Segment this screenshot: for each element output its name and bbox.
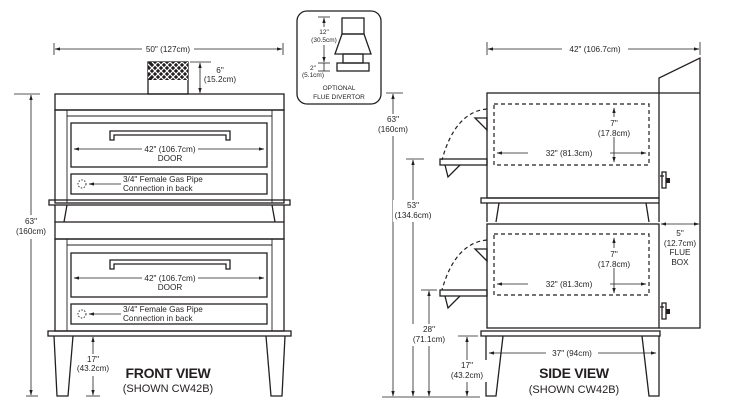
side-leg-height-dimension: 17" (43.2cm) [447, 335, 487, 397]
flue-box-dimension: 5" (12.7cm) FLUE BOX [660, 222, 700, 267]
flue-box-cm: (12.7cm) [664, 239, 697, 248]
side-upper-chamber-height-in: 7" [610, 119, 618, 128]
front-overall-width-label: 50" (127cm) [146, 45, 191, 54]
side-lower-door-swing [441, 239, 488, 291]
door-handle [109, 130, 231, 141]
front-overall-height-cm: (160cm) [16, 227, 46, 236]
side-upper-chamber-height-cm: (17.8cm) [598, 129, 631, 138]
side-overall-depth-label: 42" (106.7cm) [569, 45, 620, 54]
front-view-subtitle: (SHOWN CW42B) [123, 383, 213, 395]
flue-box-in: 5" [676, 229, 684, 238]
side-upper-door-open [439, 158, 488, 166]
front-base-stand [47, 330, 292, 397]
front-overall-width-dimension: 50" (127cm) [53, 43, 284, 55]
front-upper-door-width: 42" (106.7cm) [144, 145, 195, 154]
flue-height-in: 6" [216, 66, 224, 75]
front-leg-height-dimension: 17" (43.2cm) [74, 336, 114, 397]
flue-divertor-gap-in: 2" [310, 65, 317, 72]
flue-outlet [147, 61, 189, 95]
flue-box-label2: BOX [671, 258, 689, 267]
side-overall-height-dimension: 63" (160cm) [373, 92, 413, 397]
side-overall-height-in: 63" [387, 115, 399, 124]
front-overall-height-in: 63" [25, 217, 37, 226]
front-lower-door [70, 252, 268, 298]
front-lower-gas-line1: 3/4" Female Gas Pipe [123, 305, 203, 314]
front-upper-door-label: DOOR [158, 154, 183, 163]
side-view: 42" (106.7cm) 32" (81.3cm) 7" (17.8cm) [373, 42, 701, 398]
side-lower-deck: 32" (81.3cm) 7" (17.8cm) [439, 223, 670, 329]
front-upper-deck: 42" (106.7cm) DOOR 3/4" Female Gas Pipe … [54, 109, 285, 204]
front-leg-height-in: 17" [87, 355, 99, 364]
side-upper-baking-chamber [493, 103, 650, 166]
front-middle-stand [48, 199, 291, 240]
gas-connection-icon [77, 179, 87, 189]
front-overall-height-dimension: 63" (160cm) [10, 93, 50, 397]
front-upper-control-panel [70, 173, 268, 195]
side-upper-door-swing [441, 108, 488, 161]
front-lower-gas-line2: Connection in back [123, 314, 194, 323]
front-leg-height-cm: (43.2cm) [77, 364, 110, 373]
gas-valve-icon [660, 302, 667, 320]
side-upper-deck-height-in: 53" [407, 201, 419, 210]
side-lower-chamber-depth: 32" (81.3cm) [546, 280, 593, 289]
side-overall-depth-dimension: 42" (106.7cm) [486, 42, 701, 55]
front-upper-gas-line1: 3/4" Female Gas Pipe [123, 175, 203, 184]
side-upper-deck-height-cm: (134.6cm) [395, 211, 432, 220]
flue-height-dimension: 6" (15.2cm) [190, 61, 237, 94]
flue-divertor-label-line1: OPTIONAL [323, 85, 356, 92]
front-lower-deck: 42" (106.7cm) DOOR 3/4" Female Gas Pipe … [54, 238, 285, 332]
front-lower-door-label: DOOR [158, 283, 183, 292]
side-view-title: SIDE VIEW [539, 365, 610, 381]
front-upper-door [70, 122, 268, 168]
flue-divertor-height-in: 12" [319, 29, 329, 36]
oven-top-cap [54, 93, 285, 111]
flue-divertor-height-cm: (30.5cm) [311, 37, 337, 44]
side-leg-height-cm: (43.2cm) [451, 371, 484, 380]
flue-box-label1: FLUE [670, 248, 691, 257]
side-flue-box [658, 56, 701, 329]
gas-connection-icon [77, 309, 87, 319]
side-lower-deck-height-cm: (71.1cm) [413, 335, 446, 344]
flue-divertor-label-line2: FLUE DIVERTOR [313, 94, 365, 101]
side-lower-baking-chamber [493, 233, 650, 296]
side-view-subtitle: (SHOWN CW42B) [529, 384, 619, 396]
front-lower-door-width: 42" (106.7cm) [144, 274, 195, 283]
flue-divertor-shape [334, 17, 372, 72]
side-lower-door-open [439, 289, 488, 297]
front-upper-gas-line2: Connection in back [123, 184, 194, 193]
front-view: 50" (127cm) [10, 43, 292, 397]
side-overall-height-cm: (160cm) [378, 125, 408, 134]
flue-divertor-callout: 12" (30.5cm) 2" (5.1cm) OPTIONAL FLUE DI… [296, 10, 382, 105]
side-middle-stand [480, 197, 660, 223]
door-handle [109, 259, 231, 270]
flue-divertor-gap-cm: (5.1cm) [302, 72, 324, 79]
side-upper-deck: 32" (81.3cm) 7" (17.8cm) [439, 92, 670, 199]
side-leg-height-in: 17" [461, 361, 473, 370]
side-lower-deck-height-in: 28" [423, 325, 435, 334]
gas-valve-icon [660, 171, 667, 189]
side-lower-chamber-height-cm: (17.8cm) [598, 260, 631, 269]
front-lower-control-panel [70, 303, 268, 325]
side-lower-deck-height-dimension: 28" (71.1cm) [410, 289, 450, 397]
side-upper-chamber-depth: 32" (81.3cm) [546, 149, 593, 158]
side-leg-span: 37" (94cm) [552, 349, 592, 358]
side-lower-chamber-height-in: 7" [610, 250, 618, 259]
front-view-title: FRONT VIEW [126, 365, 212, 381]
side-upper-deck-height-dimension: 53" (134.6cm) [393, 158, 435, 397]
flue-height-cm: (15.2cm) [204, 75, 237, 84]
